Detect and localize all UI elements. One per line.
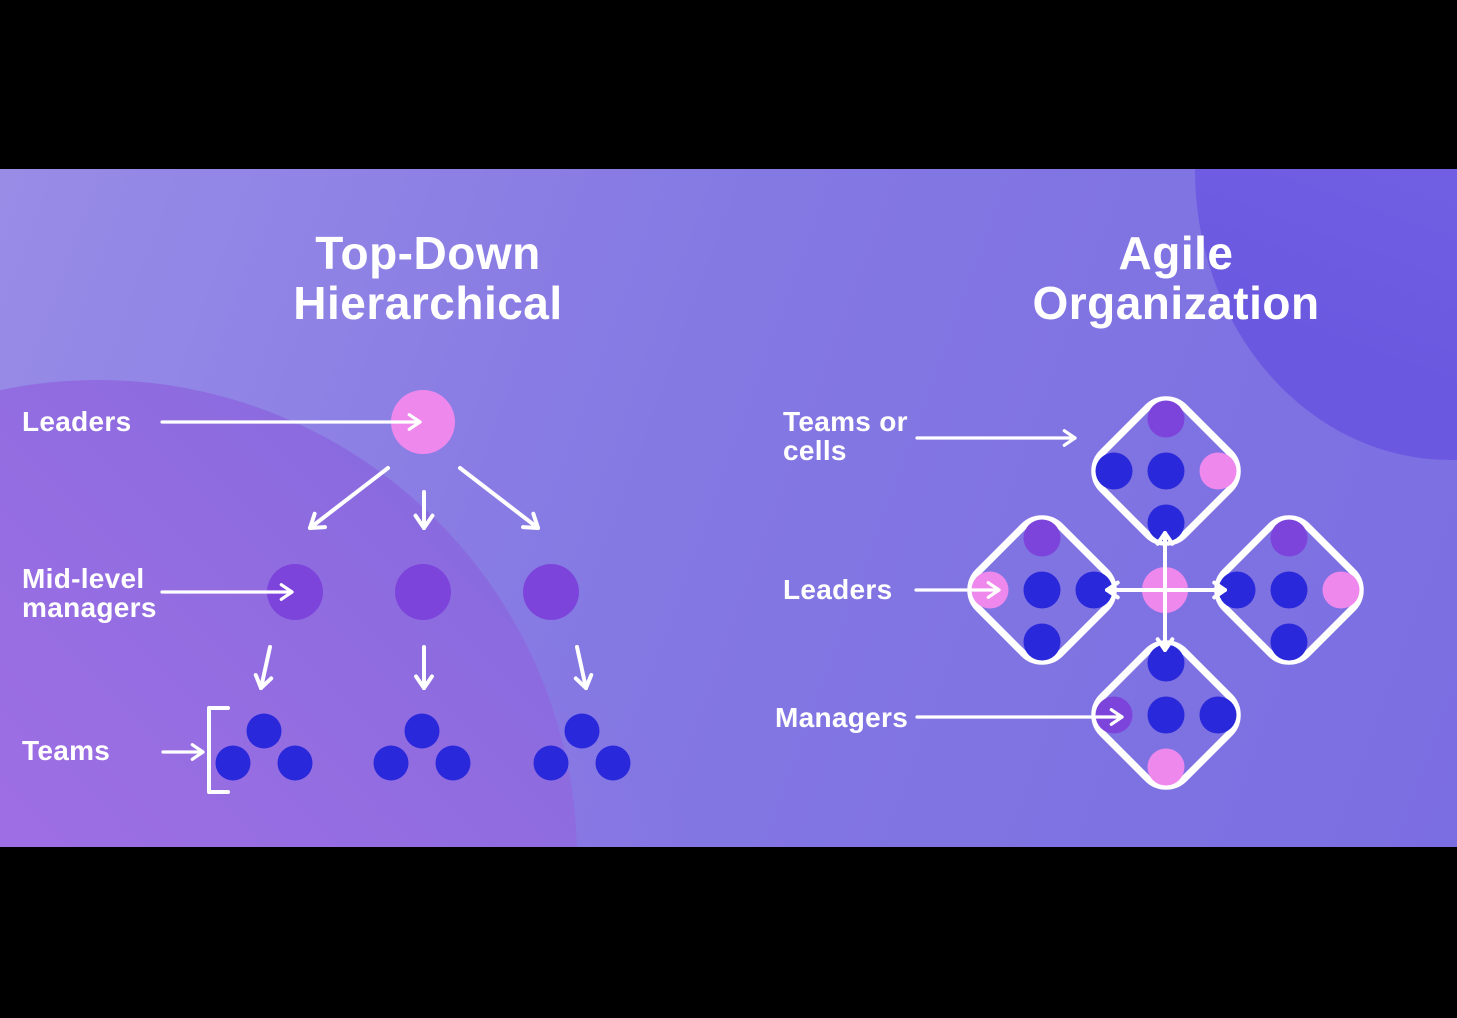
label-teams-or-cells: Teams or cells bbox=[783, 407, 908, 465]
right-title-line1: Agile bbox=[1118, 227, 1234, 279]
label-mid-level-line2: managers bbox=[22, 592, 157, 623]
left-title-line2: Hierarchical bbox=[293, 277, 563, 329]
fan-arrow-left bbox=[308, 466, 390, 530]
hub-arrow-down-head bbox=[1155, 637, 1175, 652]
label-leaders-right: Leaders bbox=[783, 574, 893, 605]
label-arrow-leaders-left-head bbox=[407, 413, 422, 431]
cell-dot-bottom-right bbox=[1199, 696, 1237, 734]
column-arrow-left bbox=[259, 645, 272, 690]
fan-arrow-middle-head bbox=[413, 513, 435, 530]
team-member-node-3-3 bbox=[595, 745, 631, 781]
label-arrow-cells-head bbox=[1062, 429, 1077, 447]
hub-arrow-left-head bbox=[1105, 580, 1120, 600]
cell-dot-bottom-center bbox=[1147, 696, 1185, 734]
label-teams: Teams bbox=[22, 735, 111, 766]
manager-node-3 bbox=[523, 564, 579, 620]
label-mid-level-line1: Mid-level bbox=[22, 563, 145, 594]
label-arrow-managers-head bbox=[1109, 708, 1124, 726]
column-arrow-right-head bbox=[573, 673, 594, 690]
agile-cell-outline-left bbox=[967, 515, 1117, 665]
label-managers: Managers bbox=[775, 702, 909, 733]
cell-dot-bottom-bottom bbox=[1147, 748, 1185, 786]
cell-dot-right-left bbox=[1218, 571, 1256, 609]
cell-dot-top-right bbox=[1199, 452, 1237, 490]
left-title-line1: Top-Down bbox=[315, 227, 541, 279]
fan-arrow-right-head bbox=[521, 511, 540, 530]
label-cells-line1: Teams or bbox=[783, 406, 908, 437]
team-member-node-3-1 bbox=[564, 713, 600, 749]
team-member-node-1-2 bbox=[215, 745, 251, 781]
team-member-node-2-1 bbox=[404, 713, 440, 749]
column-arrow-middle-head bbox=[414, 674, 434, 690]
left-title: Top-Down Hierarchical bbox=[178, 228, 678, 328]
label-arrow-leaders-right-head bbox=[986, 581, 1001, 599]
cell-dot-bottom-top bbox=[1147, 644, 1185, 682]
team-member-node-1-3 bbox=[277, 745, 313, 781]
cell-dot-left-right bbox=[1075, 571, 1113, 609]
cell-dot-top-center bbox=[1147, 452, 1185, 490]
cell-dot-left-center bbox=[1023, 571, 1061, 609]
label-cells-line2: cells bbox=[783, 435, 847, 466]
agile-cell-outline-right bbox=[1214, 515, 1364, 665]
cell-dot-right-top bbox=[1270, 519, 1308, 557]
team-member-node-2-3 bbox=[435, 745, 471, 781]
cell-dot-top-bottom bbox=[1147, 504, 1185, 542]
leader-node bbox=[391, 390, 455, 454]
manager-node-2 bbox=[395, 564, 451, 620]
team-member-node-3-2 bbox=[533, 745, 569, 781]
team-member-node-1-1 bbox=[246, 713, 282, 749]
manager-node-1 bbox=[267, 564, 323, 620]
cell-dot-left-top bbox=[1023, 519, 1061, 557]
cell-dot-right-bottom bbox=[1270, 623, 1308, 661]
agile-cell-outline-bottom bbox=[1091, 640, 1241, 790]
fan-arrow-right bbox=[458, 466, 540, 530]
cell-dot-right-right bbox=[1322, 571, 1360, 609]
hub-arrow-right-head bbox=[1212, 580, 1227, 600]
fan-arrow-left-head bbox=[308, 511, 327, 530]
column-arrow-right bbox=[575, 645, 588, 690]
label-leaders-left: Leaders bbox=[22, 406, 132, 437]
column-arrow-left-head bbox=[253, 673, 274, 690]
cell-dot-bottom-left bbox=[1095, 696, 1133, 734]
label-arrow-mid-level-head bbox=[279, 583, 294, 601]
hub-arrow-up-head bbox=[1155, 531, 1175, 546]
cell-dot-left-bottom bbox=[1023, 623, 1061, 661]
cell-dot-top-top bbox=[1147, 400, 1185, 438]
right-title-line2: Organization bbox=[1032, 277, 1320, 329]
teams-bracket bbox=[207, 706, 230, 794]
agile-cell-outline-top bbox=[1091, 396, 1241, 546]
team-member-node-2-2 bbox=[373, 745, 409, 781]
right-title: Agile Organization bbox=[926, 228, 1426, 328]
cell-dot-right-center bbox=[1270, 571, 1308, 609]
label-mid-level-managers: Mid-level managers bbox=[22, 564, 157, 622]
cell-dot-top-left bbox=[1095, 452, 1133, 490]
label-arrow-teams-head bbox=[190, 743, 205, 761]
